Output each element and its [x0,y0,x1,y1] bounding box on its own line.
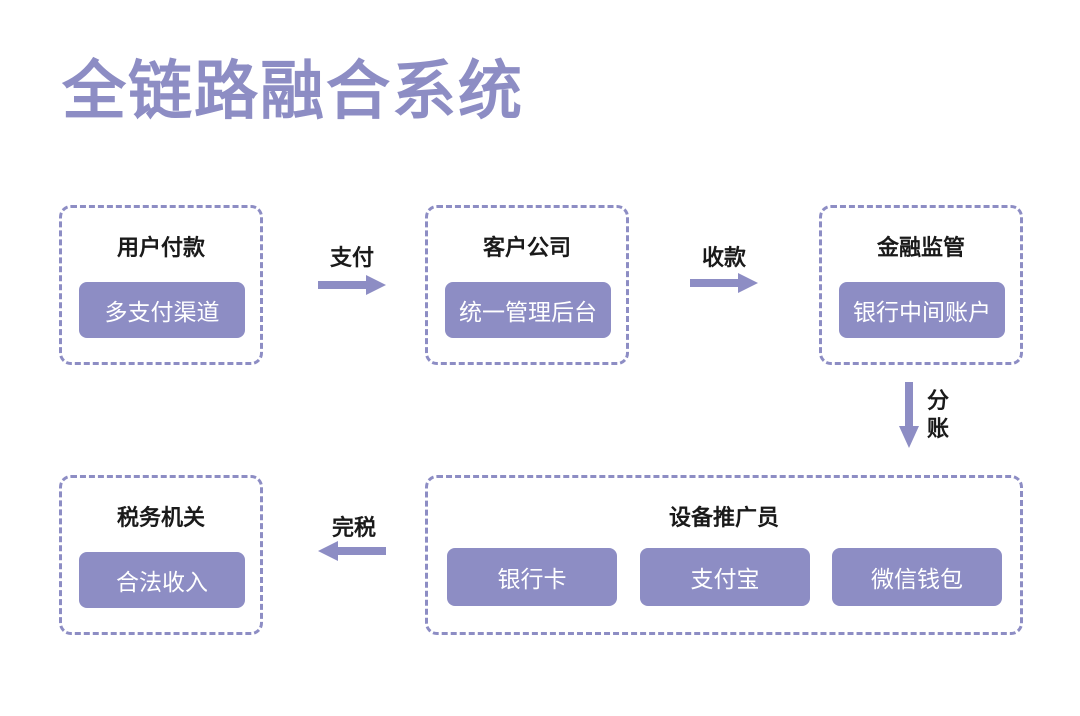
node-financial-supervision-item: 银行中间账户 [839,282,1005,338]
node-user-payment-title: 用户付款 [116,236,205,261]
node-client-company-item: 统一管理后台 [445,282,611,338]
edge-pay-arrow [318,275,386,295]
node-device-promoter: 设备推广员 银行卡 支付宝 微信钱包 [425,475,1023,635]
node-user-payment-item: 多支付渠道 [79,282,245,338]
edge-collect-shaft [690,279,740,287]
edge-collect-label: 收款 [701,246,746,271]
edge-tax-shaft [336,547,386,555]
edge-split-label: 分账 [926,389,949,442]
node-device-promoter-item-alipay: 支付宝 [640,548,810,606]
node-client-company-title: 客户公司 [482,236,571,261]
node-financial-supervision: 金融监管 银行中间账户 [819,205,1023,365]
node-tax-authority-item: 合法收入 [79,552,245,608]
node-financial-supervision-title: 金融监管 [876,236,965,261]
edge-pay-shaft [318,281,368,289]
node-tax-authority: 税务机关 合法收入 [59,475,263,635]
edge-tax-label: 完税 [331,516,376,541]
edge-collect-arrow [690,273,758,293]
node-device-promoter-item-bank-card: 银行卡 [447,548,617,606]
edge-split-shaft [905,382,913,428]
edge-split-arrow [899,382,919,448]
edge-collect-arrowhead [738,273,758,293]
edge-tax-arrow [318,541,386,561]
edge-tax-arrowhead [318,541,338,561]
edge-split-arrowhead [899,426,919,448]
page-title: 全链路融合系统 [62,55,524,129]
node-device-promoter-title: 设备推广员 [668,506,779,531]
edge-pay-arrowhead [366,275,386,295]
node-client-company: 客户公司 统一管理后台 [425,205,629,365]
edge-pay-label: 支付 [329,246,374,271]
node-user-payment: 用户付款 多支付渠道 [59,205,263,365]
node-tax-authority-title: 税务机关 [116,506,205,531]
node-device-promoter-item-wechat-wallet: 微信钱包 [832,548,1002,606]
